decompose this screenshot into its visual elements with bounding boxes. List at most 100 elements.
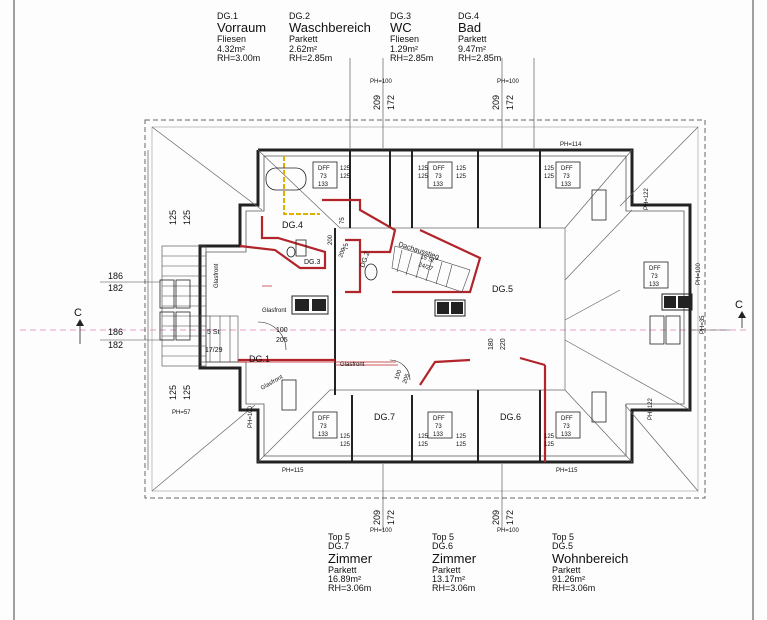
dim-172-top-2: 172 (505, 95, 515, 110)
dff-height: 133 (433, 182, 444, 188)
room-area: 16.89m² (328, 573, 362, 584)
dim-182-upper: 182 (108, 283, 123, 293)
ph100-bottom-1: PH=100 (370, 528, 393, 534)
room-height: RH=3.00m (217, 52, 261, 63)
dim-186-upper: 186 (108, 271, 123, 281)
room-tag-dg4: DG.4 (282, 220, 303, 230)
dim-125-left-3: 125 (168, 385, 178, 400)
room-name: Bad (458, 20, 482, 36)
dim-75-b: 75 (344, 243, 350, 250)
room-height: RH=3.06m (552, 583, 596, 594)
dff-width: 73 (435, 174, 442, 180)
room-name: WC (390, 20, 412, 36)
room-area: 2.62m² (289, 43, 318, 54)
room-height: RH=2.85m (289, 52, 333, 63)
room-floor: Parkett (458, 34, 487, 45)
room-floor: Parkett (289, 34, 318, 45)
win-dim-125: 125 (340, 434, 351, 440)
room-tag-dg2: DG.2 (359, 251, 371, 269)
section-c-right: C (735, 299, 743, 311)
dim-125-left-2: 125 (182, 210, 192, 225)
win-dim-125: 125 (418, 434, 429, 440)
ph122-label-1: PH=122 (644, 187, 650, 210)
ph115-label-1: PH=115 (282, 468, 304, 474)
dim-75-a: 75 (340, 217, 346, 224)
room-label-dg2: DG.2 Waschbereich Parkett 2.62m² RH=2.85… (289, 11, 371, 63)
room-tag-dg5: DG.5 (492, 284, 513, 294)
glasfront-label-1: Glasfront (340, 362, 365, 368)
room-name: Waschbereich (289, 20, 371, 36)
win-dim-125: 125 (340, 174, 351, 180)
room-height: RH=2.85m (390, 52, 434, 63)
toilet (364, 263, 378, 281)
win-dim-125: 125 (418, 174, 429, 180)
ph100-bottom-2: PH=100 (497, 528, 520, 534)
dimension-ticks (100, 58, 730, 530)
bathtub (265, 167, 307, 191)
ph35-label: PH=35 (700, 315, 706, 334)
room-name: Zimmer (328, 550, 373, 566)
ph122-label-2: PH=122 (648, 397, 654, 420)
chimney-blocks (291, 293, 693, 317)
room-tag-dg6: DG.6 (500, 412, 521, 422)
room-code: DG.5 (552, 541, 574, 552)
win-dim-125: 125 (544, 434, 555, 440)
room-floor: Parkett (328, 564, 357, 575)
dff-label: DFF (318, 416, 330, 422)
roof-windows (159, 161, 681, 439)
room-name: Wohnbereich (552, 550, 629, 566)
room-code: DG.2 (289, 11, 311, 21)
dff-label: DFF (433, 416, 445, 422)
sink (286, 246, 296, 258)
dff-label: DFF (433, 166, 445, 172)
dim-209-top-1: 209 (372, 95, 382, 110)
dff-width: 73 (435, 424, 442, 430)
dff-width: 73 (563, 174, 570, 180)
dff-height: 133 (318, 182, 329, 188)
room-area: 1.29m² (390, 43, 419, 54)
roof-window-labels: DFF 73 133 DFF 73 133 DFF 73 133 DFF 73 … (318, 166, 661, 448)
ph114-label: PH=114 (560, 142, 582, 148)
room-code: DG.1 (217, 11, 239, 21)
ph100-top-2: PH=100 (497, 79, 520, 85)
win-dim-125: 125 (418, 442, 429, 448)
roof-outline (144, 119, 706, 499)
dim-220: 220 (500, 338, 507, 350)
room-label-dg1: DG.1 Vorraum Fliesen 4.32m² RH=3.00m (217, 11, 267, 63)
section-marker-left: C (74, 307, 84, 344)
dim-200-a: 200 (328, 234, 334, 245)
room-area: 13.17m² (432, 573, 466, 584)
room-tag-dg7: DG.7 (374, 412, 395, 422)
room-label-dg4: DG.4 Bad Parkett 9.47m² RH=2.85m (458, 11, 502, 63)
room-height: RH=3.06m (328, 583, 372, 594)
room-top: Top 5 (432, 532, 455, 542)
dff-width: 73 (320, 174, 327, 180)
partition-walls (334, 150, 541, 462)
win-dim-125: 125 (456, 166, 467, 172)
dim-125-left-1: 125 (168, 210, 178, 225)
ph100-left: PH=100 (248, 405, 254, 428)
room-code: DG.4 (458, 11, 480, 21)
roof-stair-count: 15 St (419, 254, 434, 264)
stair-ratio: 17/29 (205, 347, 223, 354)
dim-180: 180 (488, 338, 495, 350)
dff-height: 133 (561, 432, 572, 438)
room-area: 4.32m² (217, 43, 246, 54)
room-height: RH=2.85m (458, 52, 502, 63)
glass-lines (238, 285, 398, 366)
dff-width: 73 (320, 424, 327, 430)
room-code: DG.7 (328, 541, 350, 552)
dim-125-left-4: 125 (182, 385, 192, 400)
dim-door-205: 205 (402, 373, 411, 385)
new-walls (238, 198, 547, 462)
win-dim-125: 125 (456, 174, 467, 180)
room-code: DG.6 (432, 541, 454, 552)
dim-door-100: 100 (394, 369, 403, 381)
stair-left (161, 245, 239, 367)
room-tag-dg1: DG.1 (249, 354, 270, 364)
glasfront-label-2: Glasfront (262, 308, 287, 314)
dff-label: DFF (649, 266, 661, 272)
room-tag-dg3: DG.3 (304, 259, 320, 266)
room-name: Vorraum (217, 20, 267, 36)
ph57-label: PH=57 (172, 410, 191, 416)
